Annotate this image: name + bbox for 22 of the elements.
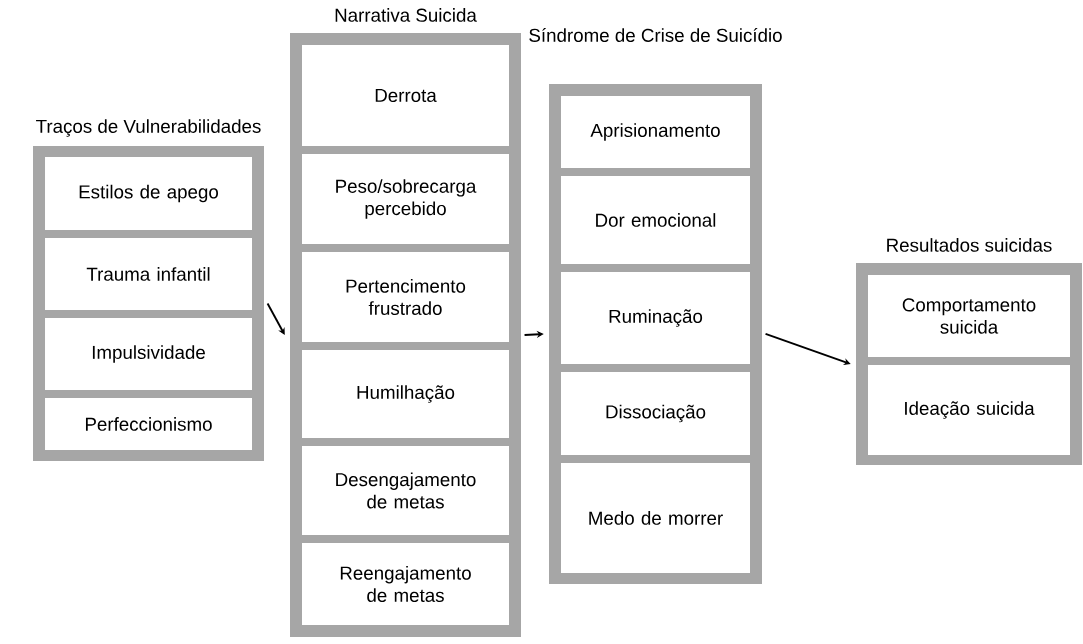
item-box: Desengajamento de metas [302,446,509,535]
column-heading: Resultados suicidas [887,238,1052,252]
item-box: Ideação suicida [868,365,1070,455]
arrow [266,302,285,335]
item-box: Impulsividade [45,318,252,390]
item-box: Reengajamento de metas [302,543,509,625]
item-box: Aprisionamento [561,96,750,168]
item-box: Humilhação [302,350,509,438]
column-heading: Narrativa Suicida [335,8,477,22]
column-heading: Traços de Vulnerabilidades [36,119,261,137]
item-box: Pertencimento frustrado [302,252,509,342]
item-box: Estilos de apego [45,157,252,230]
item-box: Medo de morrer [561,463,750,573]
column-heading: Síndrome de Crise de Suicídio [529,28,782,42]
item-box: Dissociação [561,372,750,455]
item-box: Derrota [302,45,509,146]
item-box: Dor emocional [561,176,750,264]
item-box: Peso/sobrecarga percebido [302,154,509,244]
item-box: Perfeccionismo [45,398,252,450]
item-box: Comportamento suicida [868,275,1070,357]
item-box: Trauma infantil [45,238,252,310]
item-box: Ruminação [561,272,750,364]
